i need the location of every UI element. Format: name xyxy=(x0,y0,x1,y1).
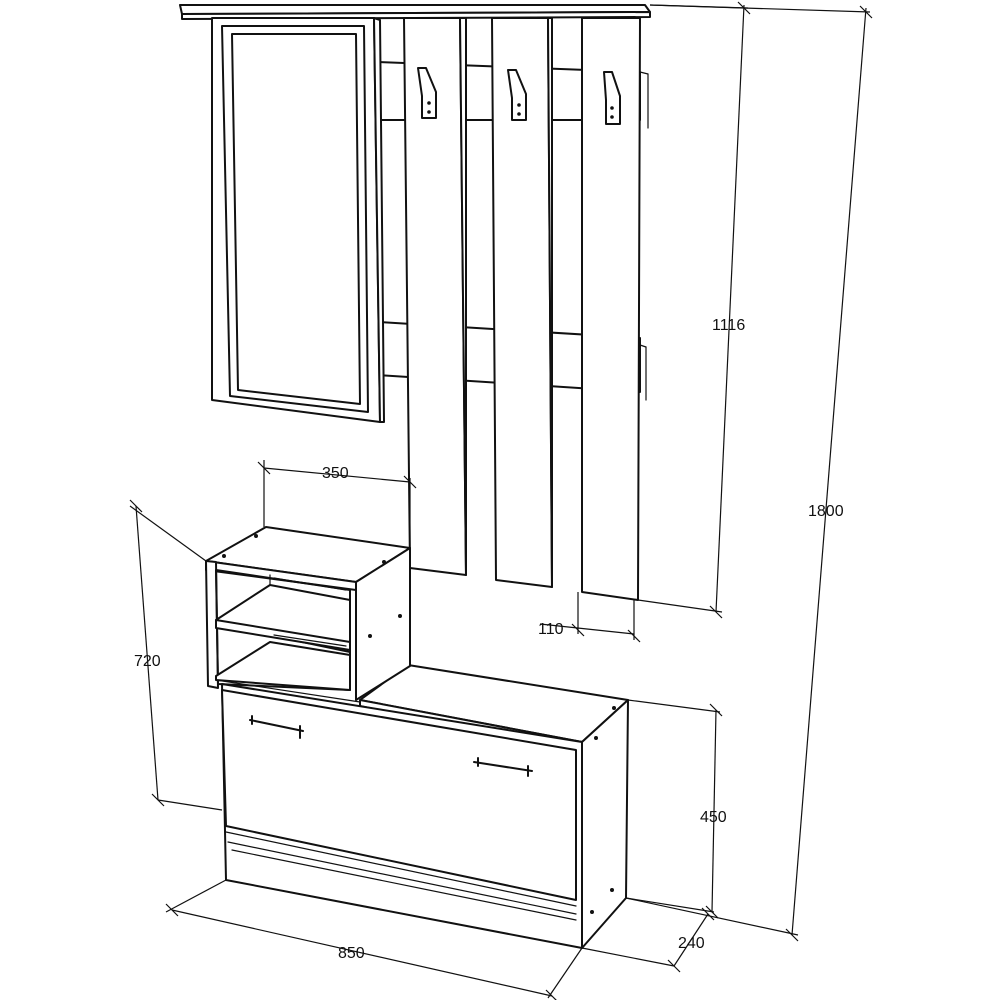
dim-total-height: 1800 xyxy=(808,503,844,520)
mirror xyxy=(211,17,385,423)
dim-depth: 240 xyxy=(678,935,705,952)
coat-hook-2 xyxy=(507,69,527,121)
shelf-unit xyxy=(205,526,411,703)
bench-cabinet xyxy=(221,664,629,949)
coat-hook-3 xyxy=(603,71,621,125)
dimension-lines xyxy=(129,1,873,1000)
dim-total-width: 850 xyxy=(338,945,365,962)
dim-shelf-width: 350 xyxy=(322,465,349,482)
coat-hook-1 xyxy=(417,67,437,119)
dim-slat-width: 110 xyxy=(538,621,564,638)
dim-bench-height: 450 xyxy=(700,809,727,826)
dim-hanger-height: 1116 xyxy=(712,317,745,334)
top-shelf xyxy=(179,4,651,20)
dim-shelf-height: 720 xyxy=(134,653,161,670)
